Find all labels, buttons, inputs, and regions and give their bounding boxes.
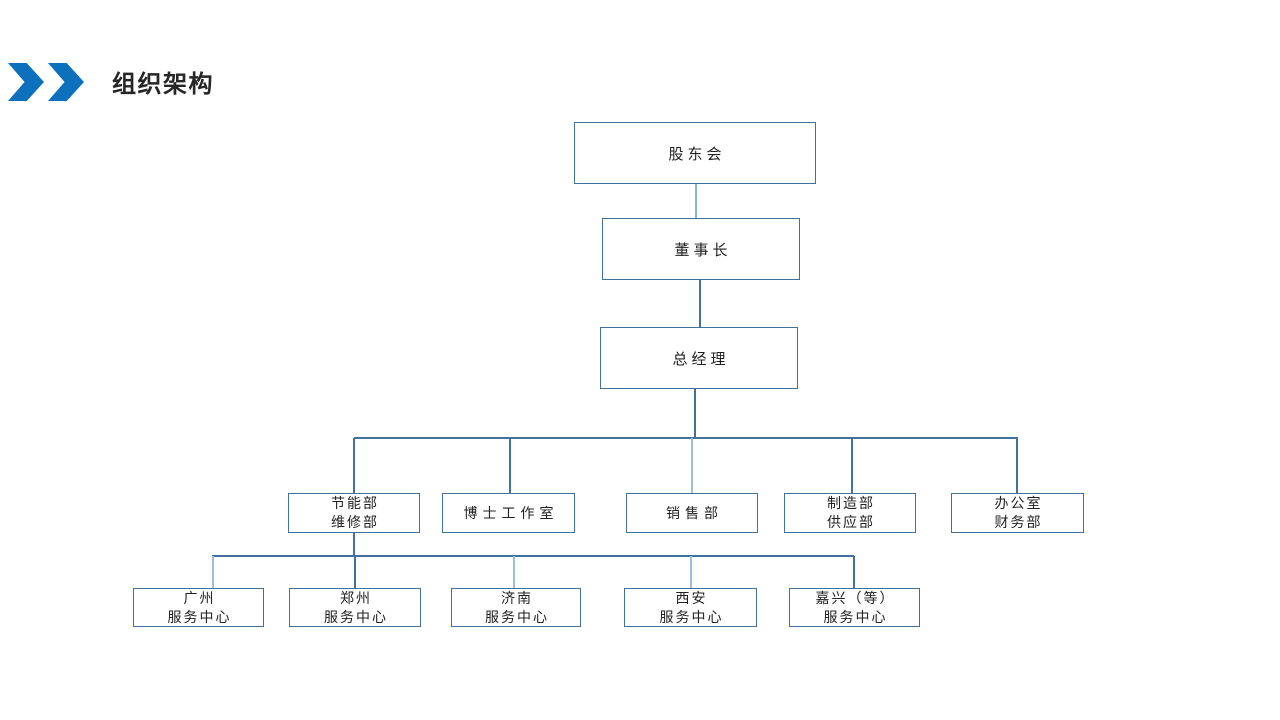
connector-drop-dept-manufacturing (851, 438, 853, 493)
org-node-label: 服务中心 (659, 608, 724, 625)
org-node-chairman: 董事长 (602, 218, 800, 280)
org-node-label: 博士工作室 (463, 504, 559, 521)
connector-energy-stem (353, 532, 355, 556)
connector-drop-center-jinan (513, 556, 515, 588)
org-node-label: 供应部 (827, 514, 875, 530)
page-title: 组织架构 (112, 71, 214, 98)
slide-header: 组织架构 (0, 0, 1280, 110)
org-node-label: 济南 (501, 589, 533, 606)
org-node-center-zhengzhou: 郑州 服务中心 (289, 588, 421, 627)
org-node-dept-sales: 销售部 (626, 493, 758, 533)
org-node-label: 服务中心 (167, 608, 232, 625)
org-node-center-jinan: 济南 服务中心 (451, 588, 581, 627)
connector-drop-center-xian (690, 556, 692, 588)
org-node-label: 服务中心 (324, 608, 388, 625)
org-node-label: 服务中心 (823, 608, 888, 625)
connector-drop-center-jiaxing (853, 556, 855, 588)
org-node-dept-office-finance: 办公室 财务部 (951, 493, 1084, 533)
org-node-label: 董事长 (674, 241, 732, 259)
org-node-label: 郑州 (340, 589, 372, 606)
org-node-label: 办公室 (994, 495, 1043, 511)
connector-drop-dept-energy (353, 438, 355, 493)
org-node-dept-energy-maintenance: 节能部 维修部 (288, 493, 420, 533)
org-node-label: 嘉兴（等） (815, 589, 896, 606)
org-node-dept-doctor-studio: 博士工作室 (442, 493, 575, 533)
org-node-label: 股东会 (668, 145, 726, 163)
org-node-center-guangzhou: 广州 服务中心 (133, 588, 264, 627)
org-node-label: 总经理 (672, 350, 730, 368)
org-node-label: 财务部 (994, 514, 1043, 530)
org-node-center-xian: 西安 服务中心 (624, 588, 757, 627)
org-node-label: 西安 (675, 589, 708, 606)
org-node-label: 维修部 (331, 514, 379, 530)
connector-dept-rail (354, 437, 1018, 439)
chevron-right-icon (8, 63, 44, 101)
org-node-label: 广州 (183, 589, 216, 606)
connector-drop-center-guangzhou (212, 556, 214, 588)
org-node-label: 制造部 (827, 495, 875, 511)
connector-drop-dept-office (1016, 438, 1018, 493)
org-node-center-jiaxing: 嘉兴（等） 服务中心 (789, 588, 920, 627)
connector-chairman-gm (699, 280, 701, 327)
connector-shareholders-chairman (695, 184, 697, 218)
org-node-label: 服务中心 (485, 608, 549, 625)
org-node-label: 销售部 (666, 504, 723, 521)
connector-center-rail (212, 555, 854, 557)
connector-gm-stem (694, 389, 696, 438)
connector-drop-dept-sales (691, 438, 693, 493)
chevron-right-icon (48, 63, 84, 101)
connector-drop-center-zhengzhou (354, 556, 356, 588)
org-node-shareholders: 股东会 (574, 122, 816, 184)
org-node-dept-manufacturing-supply: 制造部 供应部 (784, 493, 916, 533)
connector-drop-dept-doctor (509, 438, 511, 493)
org-node-general-manager: 总经理 (600, 327, 798, 389)
org-node-label: 节能部 (331, 495, 379, 511)
